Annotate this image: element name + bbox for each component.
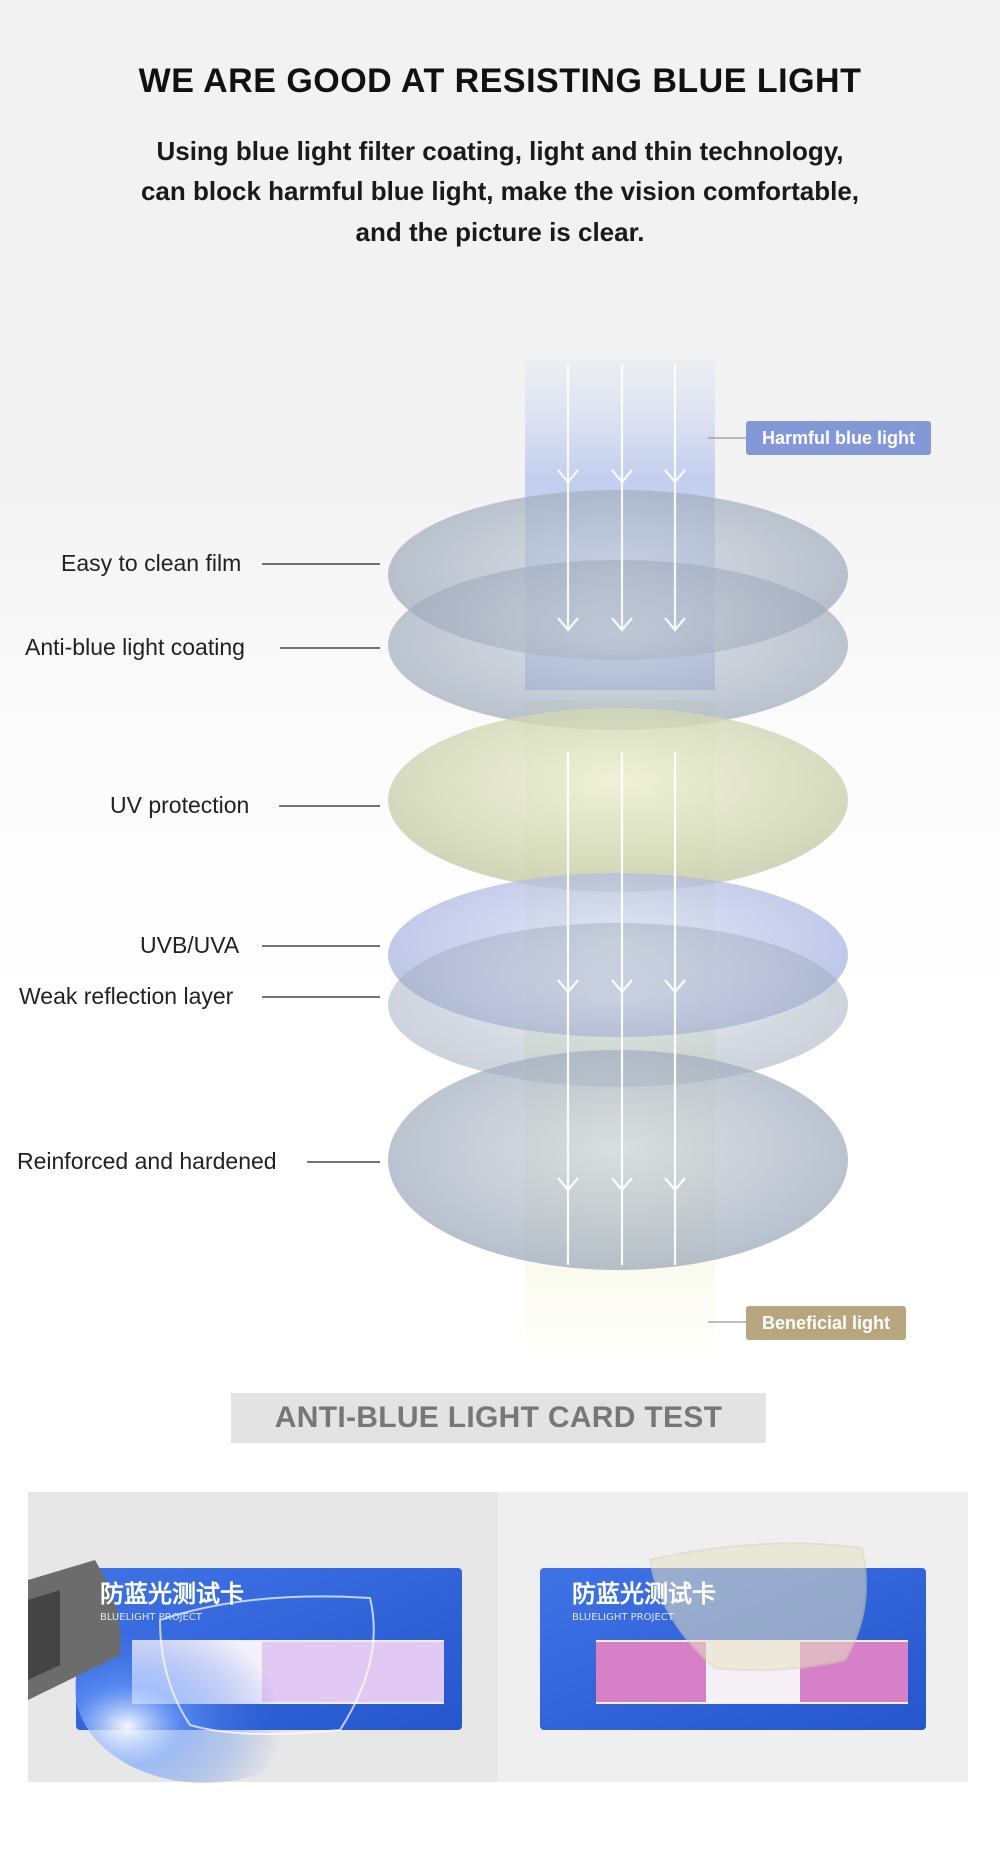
lens-disc-uv-protection: [388, 708, 848, 892]
layer-label-anti-blue: Anti-blue light coating: [25, 634, 245, 660]
lens-outline-left: [158, 1595, 375, 1735]
description-line-2: can block harmful blue light, make the v…: [140, 176, 860, 206]
layer-label-easy-clean: Easy to clean film: [61, 550, 242, 576]
layer-label-uvb-uva: UVB/UVA: [140, 932, 240, 958]
description-line-3: and the picture is clear.: [355, 217, 645, 247]
beneficial-light-tag: Beneficial light: [746, 1306, 907, 1340]
card-right-subtitle: BLUELIGHT PROJECT: [572, 1612, 675, 1623]
card-test-heading: ANTI-BLUE LIGHT CARD TEST: [231, 1393, 766, 1443]
lens-disc-anti-blue: [388, 560, 848, 730]
lens-disc-weak-reflection: [388, 923, 848, 1087]
card-right-title: 防蓝光测试卡: [572, 1580, 716, 1608]
lens-disc-hardened: [388, 1050, 848, 1270]
layer-label-hardened: Reinforced and hardened: [17, 1148, 277, 1174]
card-left-subtitle: BLUELIGHT PROJECT: [100, 1612, 203, 1623]
page-title: WE ARE GOOD AT RESISTING BLUE LIGHT: [138, 62, 862, 100]
lens-sample-right: [648, 1542, 867, 1672]
description-line-1: Using blue light filter coating, light a…: [156, 136, 844, 166]
uv-light-glow: [75, 1593, 335, 1783]
layer-label-weak-reflection: Weak reflection layer: [19, 983, 234, 1009]
card-left-title: 防蓝光测试卡: [100, 1580, 244, 1608]
harmful-blue-light-tag: Harmful blue light: [746, 421, 931, 455]
layer-label-uv-protection: UV protection: [110, 792, 250, 818]
